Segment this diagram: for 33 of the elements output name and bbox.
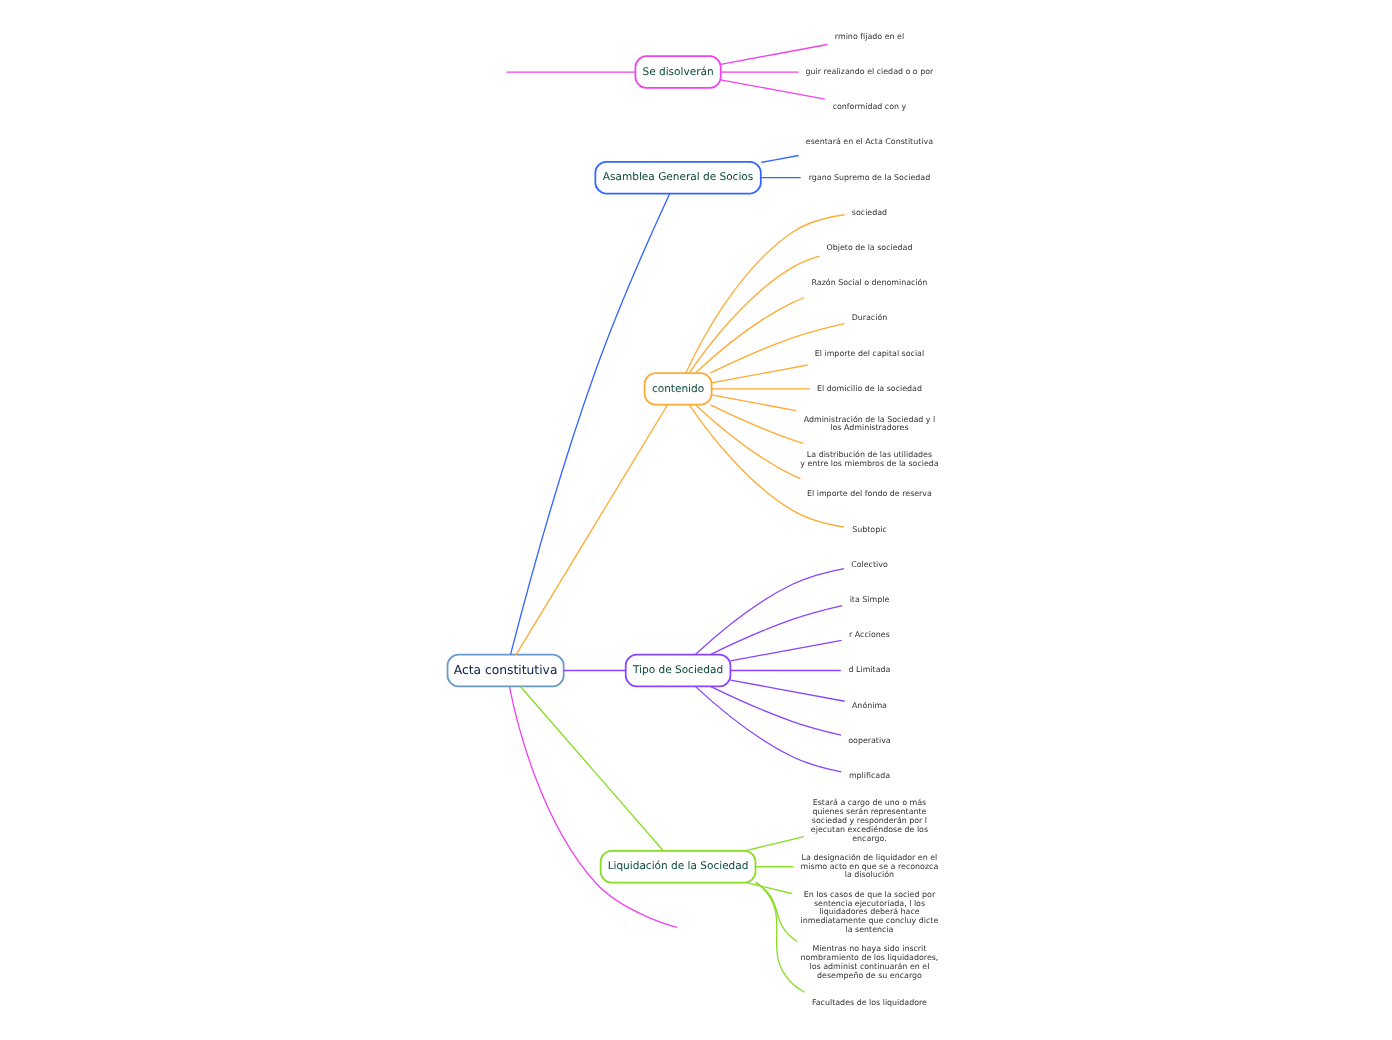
connector bbox=[514, 404, 668, 656]
connector bbox=[754, 881, 805, 993]
connector bbox=[709, 394, 796, 412]
connector bbox=[508, 193, 670, 656]
connector bbox=[693, 297, 804, 374]
connector bbox=[684, 214, 845, 374]
connector bbox=[719, 71, 799, 73]
connector bbox=[759, 177, 801, 179]
connector bbox=[728, 679, 845, 702]
connector bbox=[719, 79, 825, 100]
connector bbox=[708, 404, 803, 445]
connector bbox=[687, 404, 844, 528]
connector bbox=[708, 322, 844, 374]
connector bbox=[562, 669, 626, 672]
connector bbox=[753, 866, 793, 868]
connector bbox=[708, 685, 841, 736]
connector bbox=[709, 364, 808, 384]
connector bbox=[728, 669, 841, 672]
connector bbox=[709, 388, 810, 390]
connector bbox=[693, 567, 844, 655]
connector bbox=[693, 404, 801, 480]
connector bbox=[708, 604, 842, 656]
connector bbox=[754, 882, 797, 943]
connector bbox=[504, 71, 635, 73]
connector bbox=[743, 835, 804, 852]
connector bbox=[507, 685, 677, 929]
connector bbox=[728, 639, 842, 662]
connector bbox=[518, 685, 663, 852]
connector bbox=[759, 154, 799, 164]
connector bbox=[693, 685, 841, 773]
connector bbox=[687, 255, 820, 374]
connector bbox=[719, 43, 828, 65]
connector bbox=[744, 881, 792, 895]
